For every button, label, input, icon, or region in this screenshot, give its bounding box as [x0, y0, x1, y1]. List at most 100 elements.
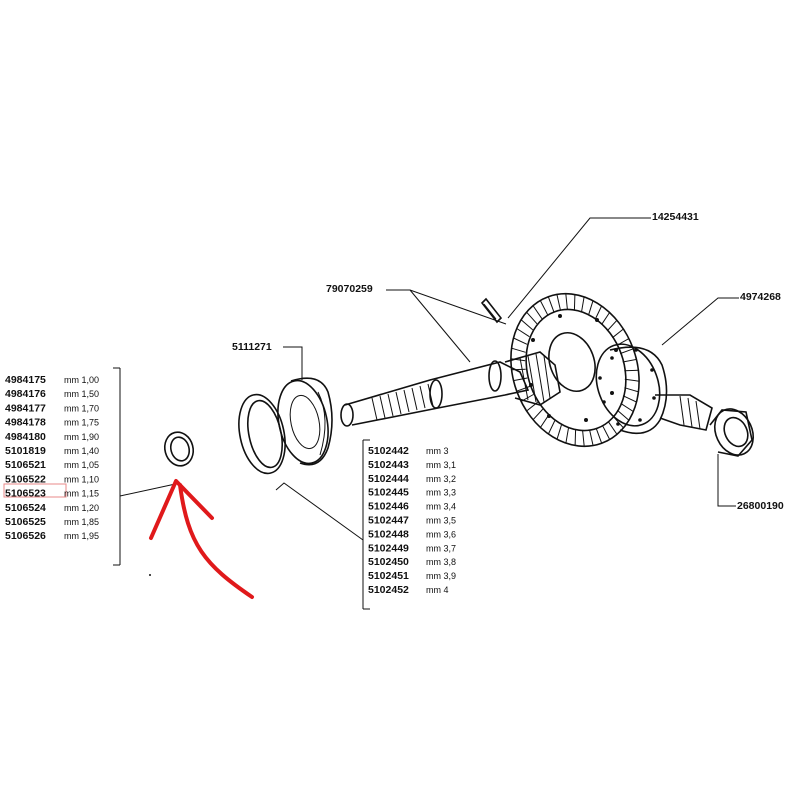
- shim-size: mm 4: [426, 585, 449, 595]
- leader-differential: [661, 297, 739, 346]
- gear-tooth: [611, 328, 624, 339]
- gear-tooth: [532, 408, 544, 421]
- small-shim-washer: [163, 431, 195, 467]
- shim-code: 4984178: [5, 417, 46, 429]
- gear-tooth: [520, 394, 534, 402]
- callout-pinion-group: 79070259: [326, 283, 507, 363]
- shim-code: 5106526: [5, 530, 46, 542]
- shim-size: mm 1,40: [64, 446, 99, 456]
- gear-tooth: [520, 319, 534, 331]
- shim-size: mm 3,7: [426, 543, 456, 553]
- shim-size: mm 1,50: [64, 389, 99, 399]
- shim-code: 5106525: [5, 516, 46, 528]
- gear-tooth: [516, 385, 531, 392]
- gear-tooth: [607, 421, 618, 435]
- shim-size: mm 1,20: [64, 503, 99, 513]
- gear-tooth: [581, 296, 585, 313]
- shim-size: mm 1,00: [64, 375, 99, 385]
- callout-pinion-gear: 79070259: [326, 283, 373, 295]
- leader-shim-left: [119, 482, 181, 497]
- gear-tooth: [556, 294, 561, 311]
- gear-tooth: [547, 420, 556, 435]
- crown-ring-gear: [510, 292, 640, 448]
- shim-size: mm 3: [426, 446, 449, 456]
- callout-bearing-cup: 5111271: [232, 341, 272, 353]
- gear-tooth: [601, 425, 611, 440]
- gear-tooth: [516, 328, 530, 338]
- shim-code: 5106524: [5, 502, 46, 514]
- shim-size: mm 3,8: [426, 557, 456, 567]
- shim-code: 4984175: [5, 374, 46, 386]
- shim-size: mm 3,6: [426, 529, 456, 539]
- gear-tooth: [547, 296, 555, 312]
- gear-tooth: [513, 337, 528, 345]
- differential-housing-4974268: 4974268: [595, 291, 781, 435]
- gear-tooth: [574, 429, 577, 446]
- shim-code: 5106521: [5, 459, 46, 471]
- gear-tooth: [565, 427, 569, 444]
- bearing-26800190: 26800190: [709, 408, 784, 512]
- shim-size: mm 1,10: [64, 474, 99, 484]
- shim-code: 5102448: [368, 528, 409, 540]
- gear-tooth: [513, 377, 528, 382]
- shim-size: mm 3,2: [426, 474, 456, 484]
- shim-code: 5102446: [368, 501, 409, 513]
- gear-tooth: [582, 430, 585, 447]
- shim-size: mm 1,75: [64, 418, 99, 428]
- shim-size: mm 1,15: [64, 489, 99, 499]
- red-annotation-arrow: [149, 479, 254, 599]
- gear-tooth: [510, 358, 526, 362]
- shim-code: 5102452: [368, 584, 409, 596]
- gear-tooth: [532, 305, 543, 319]
- gear-tooth: [606, 319, 618, 332]
- shim-code: 5106522: [5, 473, 46, 485]
- gear-tooth: [539, 300, 549, 315]
- gear-tooth: [526, 401, 539, 412]
- gear-tooth: [622, 358, 637, 363]
- shim-code: 5102447: [368, 515, 409, 527]
- gear-tooth: [511, 347, 526, 353]
- pinion-shaft: [340, 351, 561, 427]
- gear-tooth: [601, 312, 611, 325]
- shim-size: mm 3,3: [426, 488, 456, 498]
- shim-size: mm 1,85: [64, 517, 99, 527]
- callout-screw: 14254431: [652, 211, 699, 223]
- shim-size: mm 3,1: [426, 460, 456, 470]
- shim-size: mm 1,95: [64, 531, 99, 541]
- gear-tooth: [624, 387, 639, 393]
- gear-tooth: [595, 428, 603, 444]
- gear-tooth: [588, 300, 594, 316]
- callout-bearing-right: 26800190: [737, 500, 784, 512]
- leader-pinion-b: [409, 289, 471, 363]
- shim-code: 5102450: [368, 556, 409, 568]
- highlight-box: [3, 483, 67, 498]
- leader-pinion-a: [386, 289, 507, 325]
- shim-code: 5106523: [5, 488, 46, 500]
- leader-shim-middle: [275, 482, 364, 541]
- gear-tooth: [594, 305, 603, 320]
- stray-dot: [149, 574, 151, 576]
- gear-tooth: [556, 424, 562, 440]
- leader-bearing-cup: [283, 346, 303, 380]
- shim-code: 4984180: [5, 431, 46, 443]
- shim-size: mm 3,5: [426, 516, 456, 526]
- gear-tooth: [616, 409, 630, 421]
- gear-tooth: [573, 294, 576, 311]
- shim-size: mm 3,4: [426, 502, 456, 512]
- gear-tooth: [624, 378, 640, 382]
- shim-code: 5102442: [368, 445, 409, 457]
- shim-size: mm 1,05: [64, 460, 99, 470]
- shim-code: 5102451: [368, 570, 409, 582]
- shim-code: 5102443: [368, 459, 409, 471]
- leader-bearing-right: [717, 454, 736, 507]
- bearing-cup-5111271: 5111271: [232, 341, 333, 475]
- shim-code: 5102449: [368, 542, 409, 554]
- gear-tooth: [565, 293, 568, 310]
- shim-size: mm 1,90: [64, 432, 99, 442]
- shim-size: mm 3,9: [426, 571, 456, 581]
- gear-tooth: [589, 429, 594, 446]
- shim-code: 4984176: [5, 388, 46, 400]
- gear-tooth: [539, 415, 549, 428]
